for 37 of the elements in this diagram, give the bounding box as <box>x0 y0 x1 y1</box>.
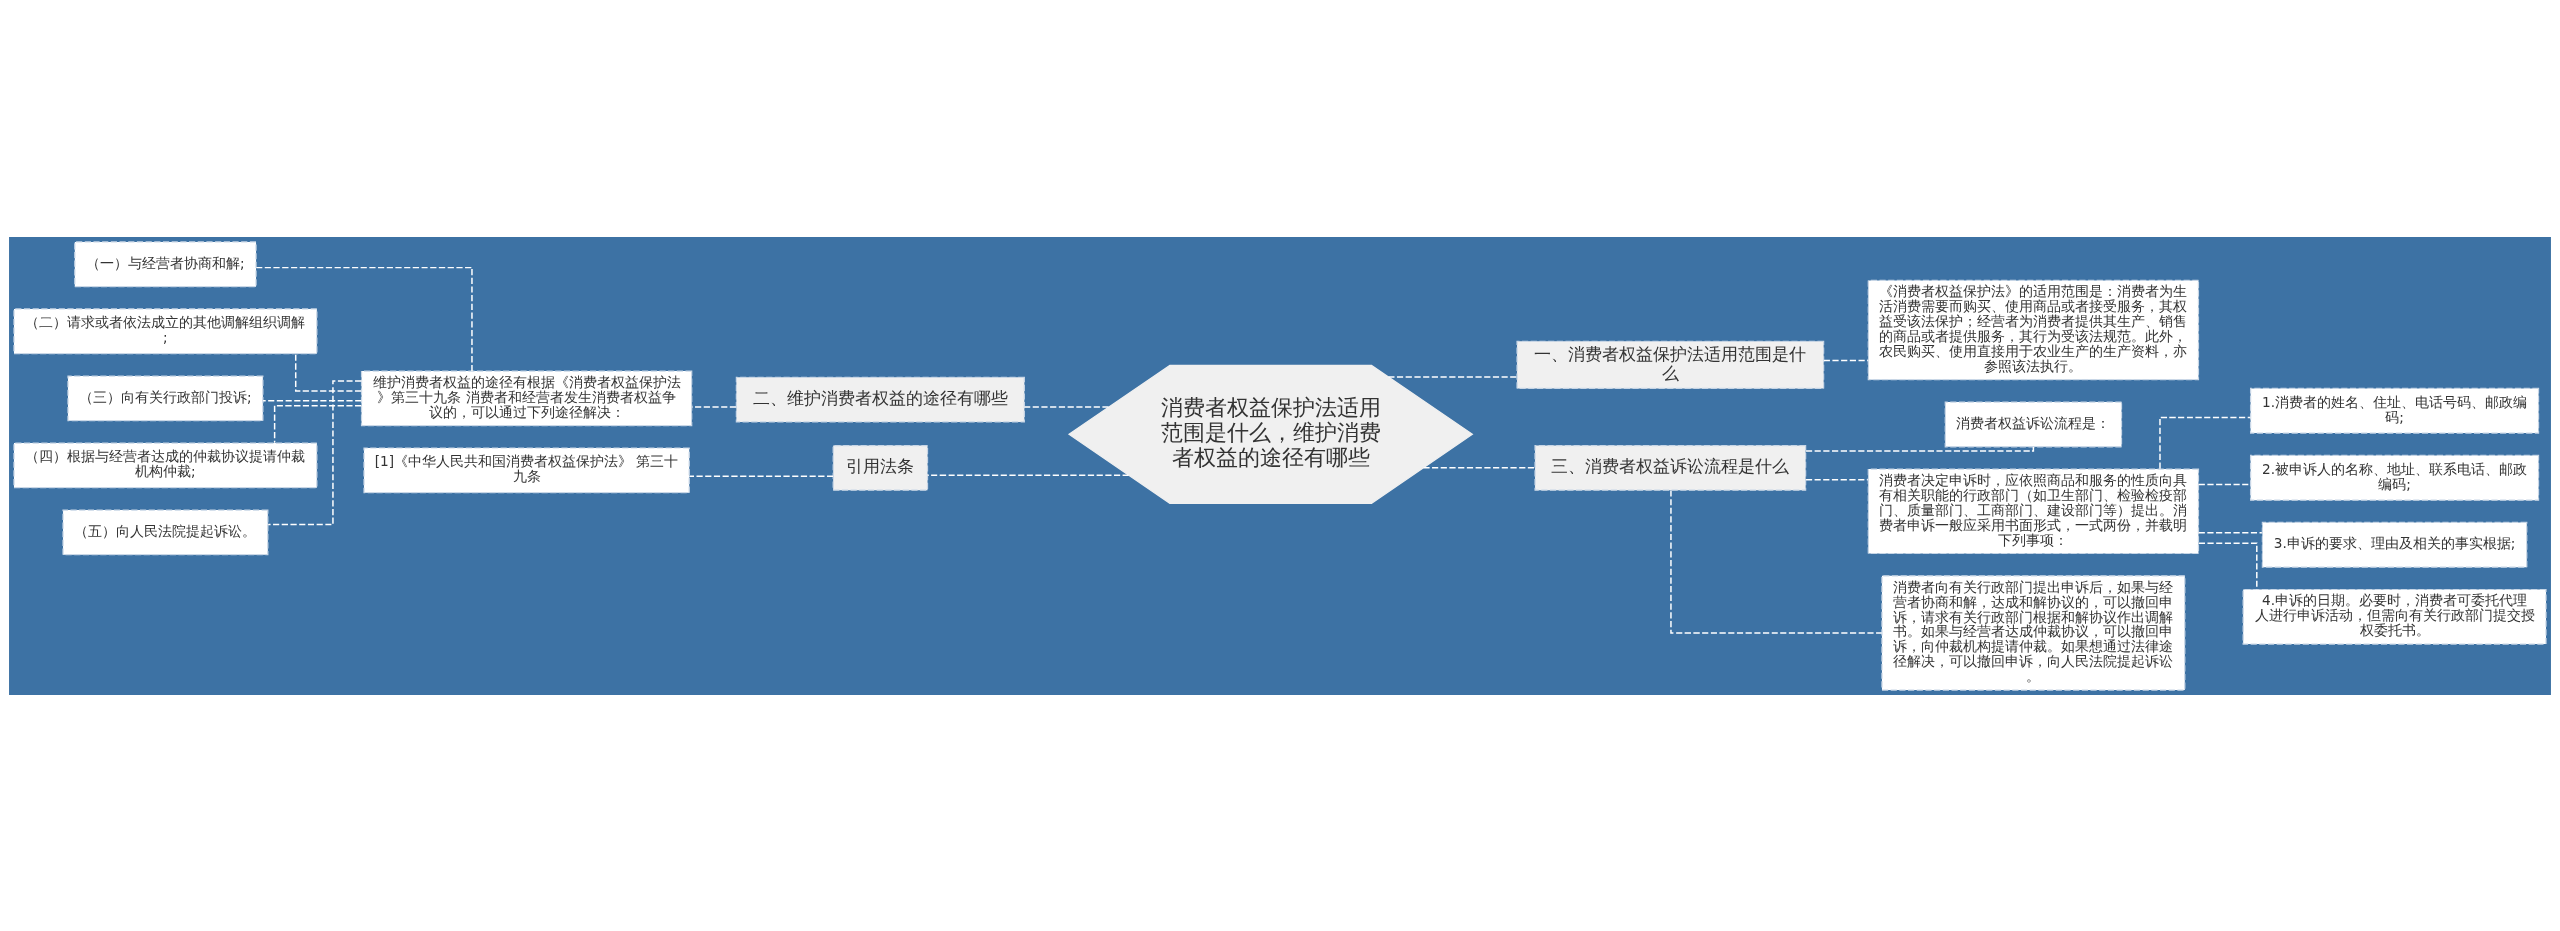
node-box: 引用法条 <box>832 444 929 491</box>
node-box: 二、维护消费者权益的途径有哪些 <box>735 376 1025 423</box>
node-box: 一、消费者权益保护法适用范围是什么 <box>1516 340 1825 389</box>
connector <box>262 399 363 402</box>
node-box: 1.消费者的姓名、住址、电话号码、邮政编码; <box>2249 387 2540 434</box>
connector <box>1387 375 1518 378</box>
connector <box>255 266 473 372</box>
node-box: 维护消费者权益的途径有根据《消费者权益保护法》第三十九条 消费者和经营者发生消费者权益争议的，可以通过下列途径解决： <box>360 369 693 426</box>
node-box: （二）请求或者依法成立的其他调解组织调解; <box>13 307 318 354</box>
node-box: （三）向有关行政部门投诉; <box>67 374 264 421</box>
connector <box>1023 405 1110 408</box>
node-box: 三、消费者权益诉讼流程是什么 <box>1534 444 1807 491</box>
node-box: 3.申诉的要求、理由及相关的事实根据; <box>2261 521 2528 568</box>
connector <box>926 474 1130 476</box>
connector <box>1670 489 1883 634</box>
node-box: 《消费者权益保护法》的适用范围是：消费者为生活消费需要而购买、使用商品或者接受服务，其权益受该法保护；经营者为消费者提供其生产、销售的商品或者提供服务，其行为受该法规范。此外，农民购买、使用直接用于农业生产的生产资料，亦参照该法执行。 <box>1867 279 2200 380</box>
node-box: 消费者向有关行政部门提出申诉后，如果与经营者协商和解，达成和解协议的，可以撤回申诉，请求有关行政部门根据和解协议作出调解书。如果与经营者达成仲裁协议，可以撤回申诉，向仲裁机构提请仲裁。如果想通过法律途径解决，可以撤回申诉，向人民法院提起诉讼。 <box>1881 574 2186 691</box>
connector <box>2197 531 2263 534</box>
node-box: 消费者决定申诉时，应依照商品和服务的性质向具有相关职能的行政部门（如卫生部门、检验检疫部门、质量部门、工商部门、建设部门等）提出。消费者申诉一般应采用书面形式，一式两份，并载明下列事项： <box>1867 468 2200 554</box>
node-box: [1]《中华人民共和国消费者权益保护法》 第三十九条 <box>363 446 690 493</box>
node-box: （一）与经营者协商和解; <box>74 240 257 287</box>
connector <box>688 474 834 477</box>
node-box: 消费者权益诉讼流程是： <box>1944 400 2123 447</box>
node-box: （五）向人民法院提起诉讼。 <box>62 508 269 555</box>
connector <box>2159 416 2252 470</box>
connector <box>267 379 363 525</box>
connector <box>273 404 363 444</box>
connector <box>294 352 362 392</box>
node-box: （四）根据与经营者达成的仲裁协议提请仲裁机构仲裁; <box>13 441 318 488</box>
connector <box>691 405 737 408</box>
node-box: 4.申诉的日期。必要时，消费者可委托代理人进行申诉活动，但需向有关行政部门提交授权委托书。 <box>2242 588 2547 645</box>
connector <box>1805 478 1869 480</box>
connector <box>1422 466 1536 469</box>
connector <box>1823 359 1869 361</box>
connector <box>2197 541 2258 590</box>
node-box: 2.被申诉人的名称、地址、联系电话、邮政编码; <box>2249 454 2540 501</box>
connector <box>1805 445 2035 452</box>
